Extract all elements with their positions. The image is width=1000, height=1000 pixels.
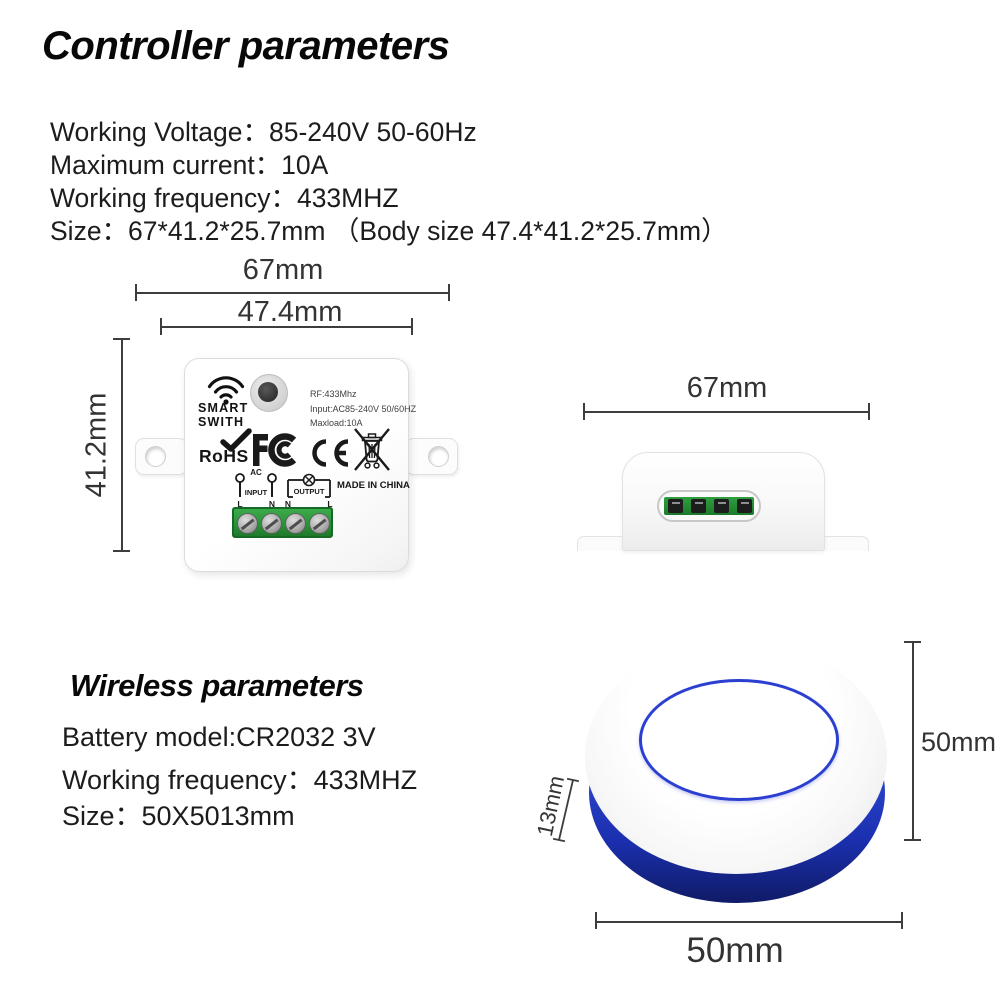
remote-dim-height-line <box>912 641 914 841</box>
wiring-output-n: N <box>285 499 291 509</box>
pairing-button-center <box>258 382 278 402</box>
side-mounting-tab-left <box>577 536 625 551</box>
brand-line1: SMART <box>198 401 249 415</box>
wiring-input-label: INPUT <box>245 488 268 497</box>
dim-tick <box>595 912 597 929</box>
front-dim-outer-width-label: 67mm <box>242 254 324 286</box>
remote-dim-thickness-line <box>552 777 580 843</box>
maxload-label: Maxload:10A <box>310 418 363 428</box>
remote-dim-height-label: 50mm <box>921 727 997 757</box>
mounting-hole <box>145 446 166 467</box>
wiring-input-l: L <box>237 499 242 509</box>
dim-tick <box>160 318 162 335</box>
wiring-input-n: N <box>269 499 275 509</box>
terminal-opening <box>668 498 683 513</box>
dim-tick <box>448 284 450 301</box>
ce-logo-icon <box>312 439 349 467</box>
brand-line2: SWITH <box>198 415 245 429</box>
dim-tick <box>583 403 585 420</box>
wireless-section-title: Wireless parameters <box>70 668 364 703</box>
wifi-icon <box>207 376 245 405</box>
side-dim-line <box>583 411 870 413</box>
spec-remote-frequency: Working frequency：433MHZ <box>62 765 418 795</box>
terminal-slot <box>657 490 761 522</box>
wiring-output-label: OUTPUT <box>294 487 325 496</box>
spec-maximum-current: Maximum current：10A <box>50 150 329 180</box>
mounting-tab-left <box>135 438 188 475</box>
terminal-slot-green <box>664 497 754 515</box>
wiring-output-l: L <box>327 499 332 509</box>
spec-battery-model: Battery model:CR2032 3V <box>62 722 376 752</box>
made-in-china-label: MADE IN CHINA <box>337 480 410 491</box>
brand-label: SMART SWITH <box>198 401 248 429</box>
dim-tick <box>868 403 870 420</box>
front-dim-body-width-label: 47.4mm <box>237 296 343 328</box>
mounting-hole <box>428 446 449 467</box>
rohs-label: RoHS <box>199 446 249 466</box>
terminal-opening <box>737 498 752 513</box>
input-label: Input:AC85-240V 50/60HZ <box>310 403 417 414</box>
dim-tick <box>411 318 413 335</box>
rf-label: RF:433Mhz <box>310 389 357 399</box>
dim-tick <box>901 912 903 929</box>
lamp-icon <box>302 473 316 487</box>
side-mounting-tab-right <box>821 536 869 551</box>
terminal-screw <box>261 513 282 534</box>
fcc-logo-icon <box>253 433 297 467</box>
input-pin-l <box>235 473 245 483</box>
pairing-button <box>250 374 288 412</box>
terminal-opening <box>691 498 706 513</box>
front-dim-height-line <box>121 338 123 552</box>
spec-remote-size: Size：50X5013mm <box>62 801 295 831</box>
terminal-screw <box>309 513 330 534</box>
terminal-block <box>232 507 333 538</box>
terminal-screw <box>237 513 258 534</box>
side-dim-width-label: 67mm <box>686 372 768 404</box>
spec-working-frequency: Working frequency：433MHZ <box>50 183 399 213</box>
dim-tick <box>904 641 921 643</box>
mounting-tab-right <box>405 438 458 475</box>
wiring-ac-label: AC <box>250 468 262 477</box>
remote-dim-width-line <box>595 921 903 923</box>
device-info-block: RF:433Mhz Input:AC85-240V 50/60HZ Maxloa… <box>310 387 416 431</box>
controller-section-title: Controller parameters <box>42 24 450 68</box>
front-dim-body-line <box>160 326 413 328</box>
front-dim-height-label: 41.2mm <box>80 392 113 498</box>
dim-tick <box>135 284 137 301</box>
dim-tick <box>113 550 130 552</box>
input-pin-n <box>267 473 277 483</box>
wiring-diagram: AC INPUT L N OUTPUT N L <box>235 468 333 509</box>
front-dim-outer-line <box>135 292 450 294</box>
terminal-screw <box>285 513 306 534</box>
weee-bin-icon <box>354 428 390 471</box>
remote-button-ring <box>639 679 839 801</box>
spec-size: Size：67*41.2*25.7mm （Body size 47.4*41.2… <box>50 216 728 246</box>
remote-dim-width-label: 50mm <box>686 931 784 970</box>
check-icon <box>220 428 252 452</box>
spec-working-voltage: Working Voltage：85-240V 50-60Hz <box>50 117 477 147</box>
terminal-opening <box>714 498 729 513</box>
dim-tick <box>904 839 921 841</box>
dim-tick <box>113 338 130 340</box>
